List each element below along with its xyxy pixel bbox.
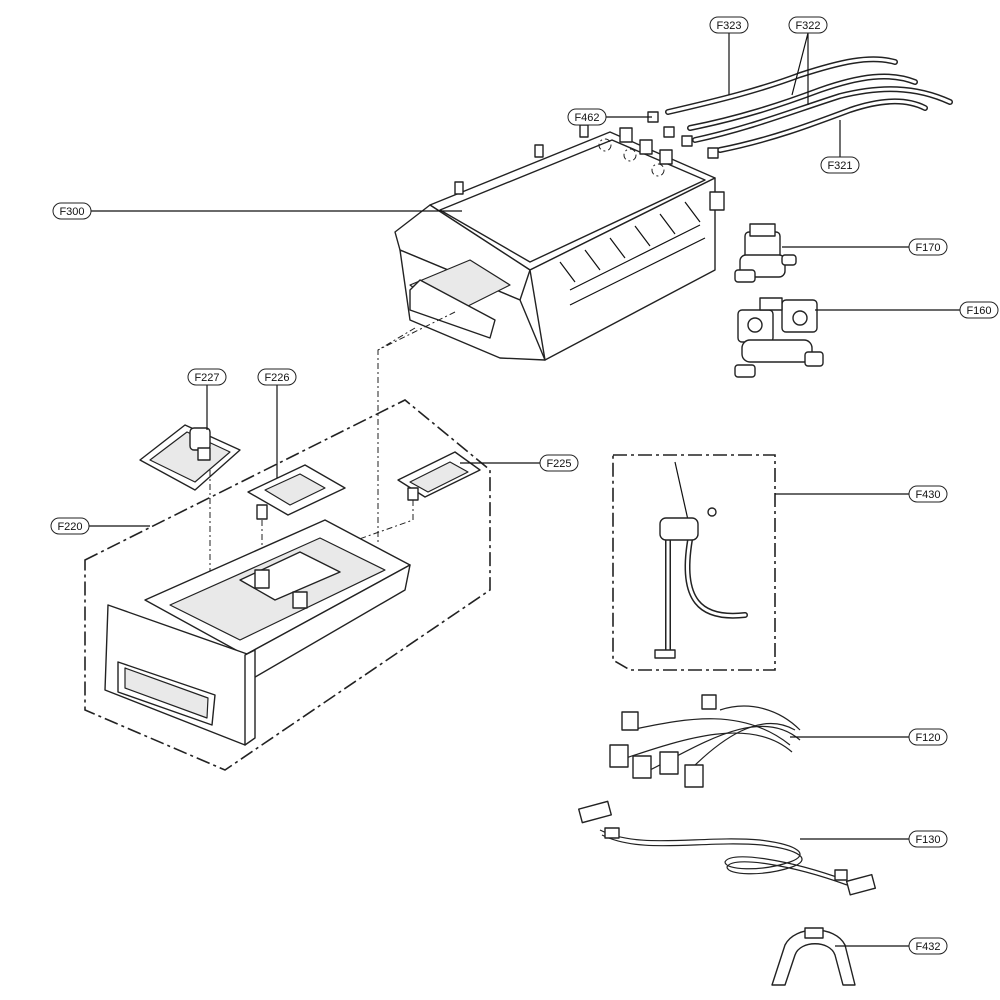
callout-f220: F220: [50, 517, 90, 535]
softener-cap: [139, 424, 241, 491]
dispenser-drawer: [104, 519, 411, 746]
svg-text:F225: F225: [546, 458, 571, 470]
callout-f160: F160: [959, 301, 999, 319]
svg-text:F130: F130: [915, 834, 940, 846]
leader-lines: [89, 32, 966, 947]
wire-harness-valves: [609, 694, 801, 788]
wire-harness-main: [577, 800, 877, 896]
hose-clip: [771, 927, 856, 986]
double-valve: [734, 297, 824, 378]
svg-text:F300: F300: [59, 206, 84, 218]
svg-text:F170: F170: [915, 242, 940, 254]
drawer-boundary: [84, 399, 491, 771]
svg-text:F323: F323: [716, 20, 741, 32]
hose-clamp: [663, 126, 675, 138]
callout-labels: F323 F322 F462 F321 F300 F170 F160 F227: [50, 16, 999, 955]
dispenser-housing: [394, 124, 725, 361]
callout-f321: F321: [820, 156, 860, 174]
callout-f130: F130: [908, 830, 948, 848]
svg-text:F220: F220: [57, 521, 82, 533]
svg-text:F226: F226: [264, 372, 289, 384]
svg-text:F321: F321: [827, 160, 852, 172]
svg-text:F432: F432: [915, 941, 940, 953]
callout-f300: F300: [52, 202, 92, 220]
hose-clamp: [707, 147, 719, 159]
svg-text:F322: F322: [795, 20, 820, 32]
pressure-hose-boundary: [612, 454, 776, 671]
callout-f462: F462: [567, 108, 607, 126]
callout-f170: F170: [908, 238, 948, 256]
siphon-cover: [247, 464, 346, 520]
callout-f225: F225: [539, 454, 579, 472]
callout-f432: F432: [908, 937, 948, 955]
callout-f323: F323: [709, 16, 749, 34]
callout-f322: F322: [788, 16, 828, 34]
callout-f430: F430: [908, 485, 948, 503]
svg-text:F120: F120: [915, 732, 940, 744]
pressure-hose: [654, 461, 748, 659]
callout-f227: F227: [187, 368, 227, 386]
svg-text:F430: F430: [915, 489, 940, 501]
svg-text:F160: F160: [966, 305, 991, 317]
svg-text:F227: F227: [194, 372, 219, 384]
siphon-cap: [397, 451, 481, 501]
callout-f226: F226: [257, 368, 297, 386]
callout-f120: F120: [908, 728, 948, 746]
svg-text:F462: F462: [574, 112, 599, 124]
inlet-hoses: [647, 56, 953, 159]
hose-clamp: [681, 135, 693, 147]
single-valve: [734, 223, 797, 283]
